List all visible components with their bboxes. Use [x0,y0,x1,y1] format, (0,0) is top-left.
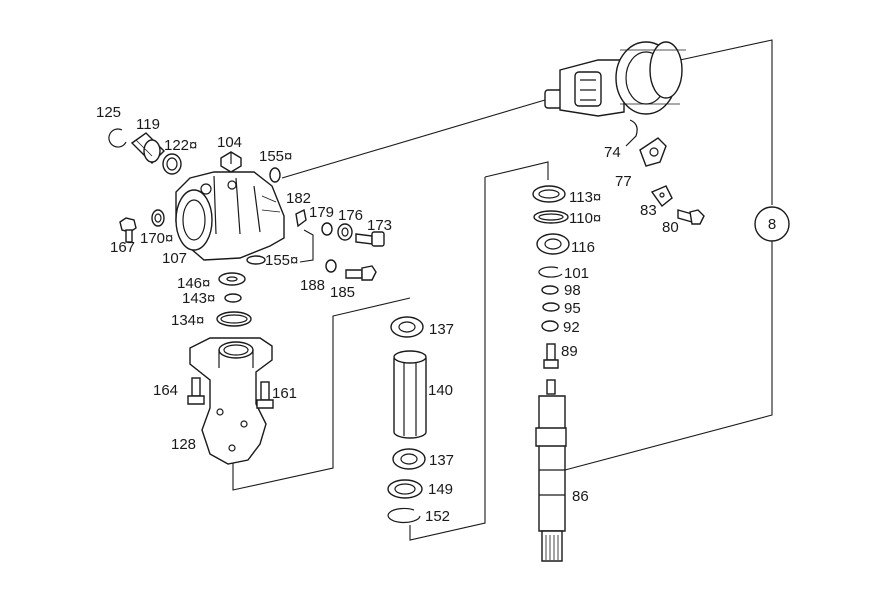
washer-188 [325,259,337,273]
label-95: 95 [564,300,581,317]
fitting-176 [337,223,353,241]
bolt-161 [256,381,274,409]
bearing-116 [536,233,570,255]
label-167: 167 [110,239,135,256]
plate-83 [650,185,673,208]
washer-143 [224,293,242,303]
gasket-155-lower [246,255,266,265]
washer-179 [321,222,333,236]
label-146: 146¤ [177,275,210,292]
bracket-77 [639,137,667,167]
label-116: 116 [571,239,595,256]
screw-185 [345,265,377,281]
label-107: 107 [162,250,187,267]
bearing-137-top [390,316,424,338]
o-ring-122 [162,153,182,175]
label-119: 119 [136,116,160,133]
label-113: 113¤ [569,189,601,206]
label-176: 176 [338,207,363,224]
shaft-86 [535,379,567,562]
leader-lines [232,39,773,541]
label-137-bottom: 137 [429,452,454,469]
screw-173 [355,231,385,247]
circlip-101 [538,266,563,278]
part-labels: 125 119 122¤ 104 155¤ 182 179 176 173 16… [96,104,679,525]
label-125: 125 [96,104,121,121]
sleeve-140 [393,350,427,439]
bolt-80 [677,209,705,225]
label-149: 149 [428,481,453,498]
label-98: 98 [564,282,581,299]
washer-155-top [269,167,281,183]
label-86: 86 [572,488,589,505]
bolt-164 [187,377,205,405]
housing-128 [189,337,273,465]
bearing-137-bottom [392,448,426,470]
clip-182 [295,208,307,228]
bracket-74 [625,119,638,147]
label-155-lower: 155¤ [265,252,298,269]
label-83: 83 [640,202,657,219]
nut-92 [541,320,559,332]
label-122: 122¤ [164,137,197,154]
label-170: 170¤ [140,230,173,247]
reference-callout: 8 [754,206,790,242]
label-92: 92 [563,319,580,336]
label-182: 182 [286,190,311,207]
seal-149 [387,479,423,499]
label-137-top: 137 [429,321,454,338]
label-104: 104 [217,134,242,151]
washer-95 [542,302,560,312]
circlip-125 [108,128,127,148]
nut-104 [220,151,242,173]
seal-134 [216,311,252,327]
label-101: 101 [564,265,589,282]
label-179: 179 [309,204,334,221]
callout-number: 8 [768,216,776,233]
label-143: 143¤ [182,290,215,307]
label-128: 128 [171,436,196,453]
label-77: 77 [615,173,632,190]
steering-valve-assembly [544,41,686,117]
label-140: 140 [428,382,453,399]
label-185: 185 [330,284,355,301]
screw-89 [543,343,559,369]
label-188: 188 [300,277,325,294]
label-89: 89 [561,343,578,360]
label-161: 161 [272,385,297,402]
label-80: 80 [662,219,679,236]
washer-98 [541,285,559,295]
fitting-119 [130,132,165,164]
pump-body-107 [175,171,285,261]
label-134: 134¤ [171,312,204,329]
label-155-top: 155¤ [259,148,292,165]
label-152: 152 [425,508,450,525]
label-173: 173 [367,217,392,234]
label-164: 164 [153,382,178,399]
label-110: 110¤ [569,210,601,227]
screw-167 [119,217,137,243]
seal-110 [533,210,569,224]
washer-146 [218,272,246,286]
label-74: 74 [604,144,621,161]
bearing-113 [532,185,566,203]
washer-170 [151,209,165,227]
circlip-152 [387,507,421,524]
